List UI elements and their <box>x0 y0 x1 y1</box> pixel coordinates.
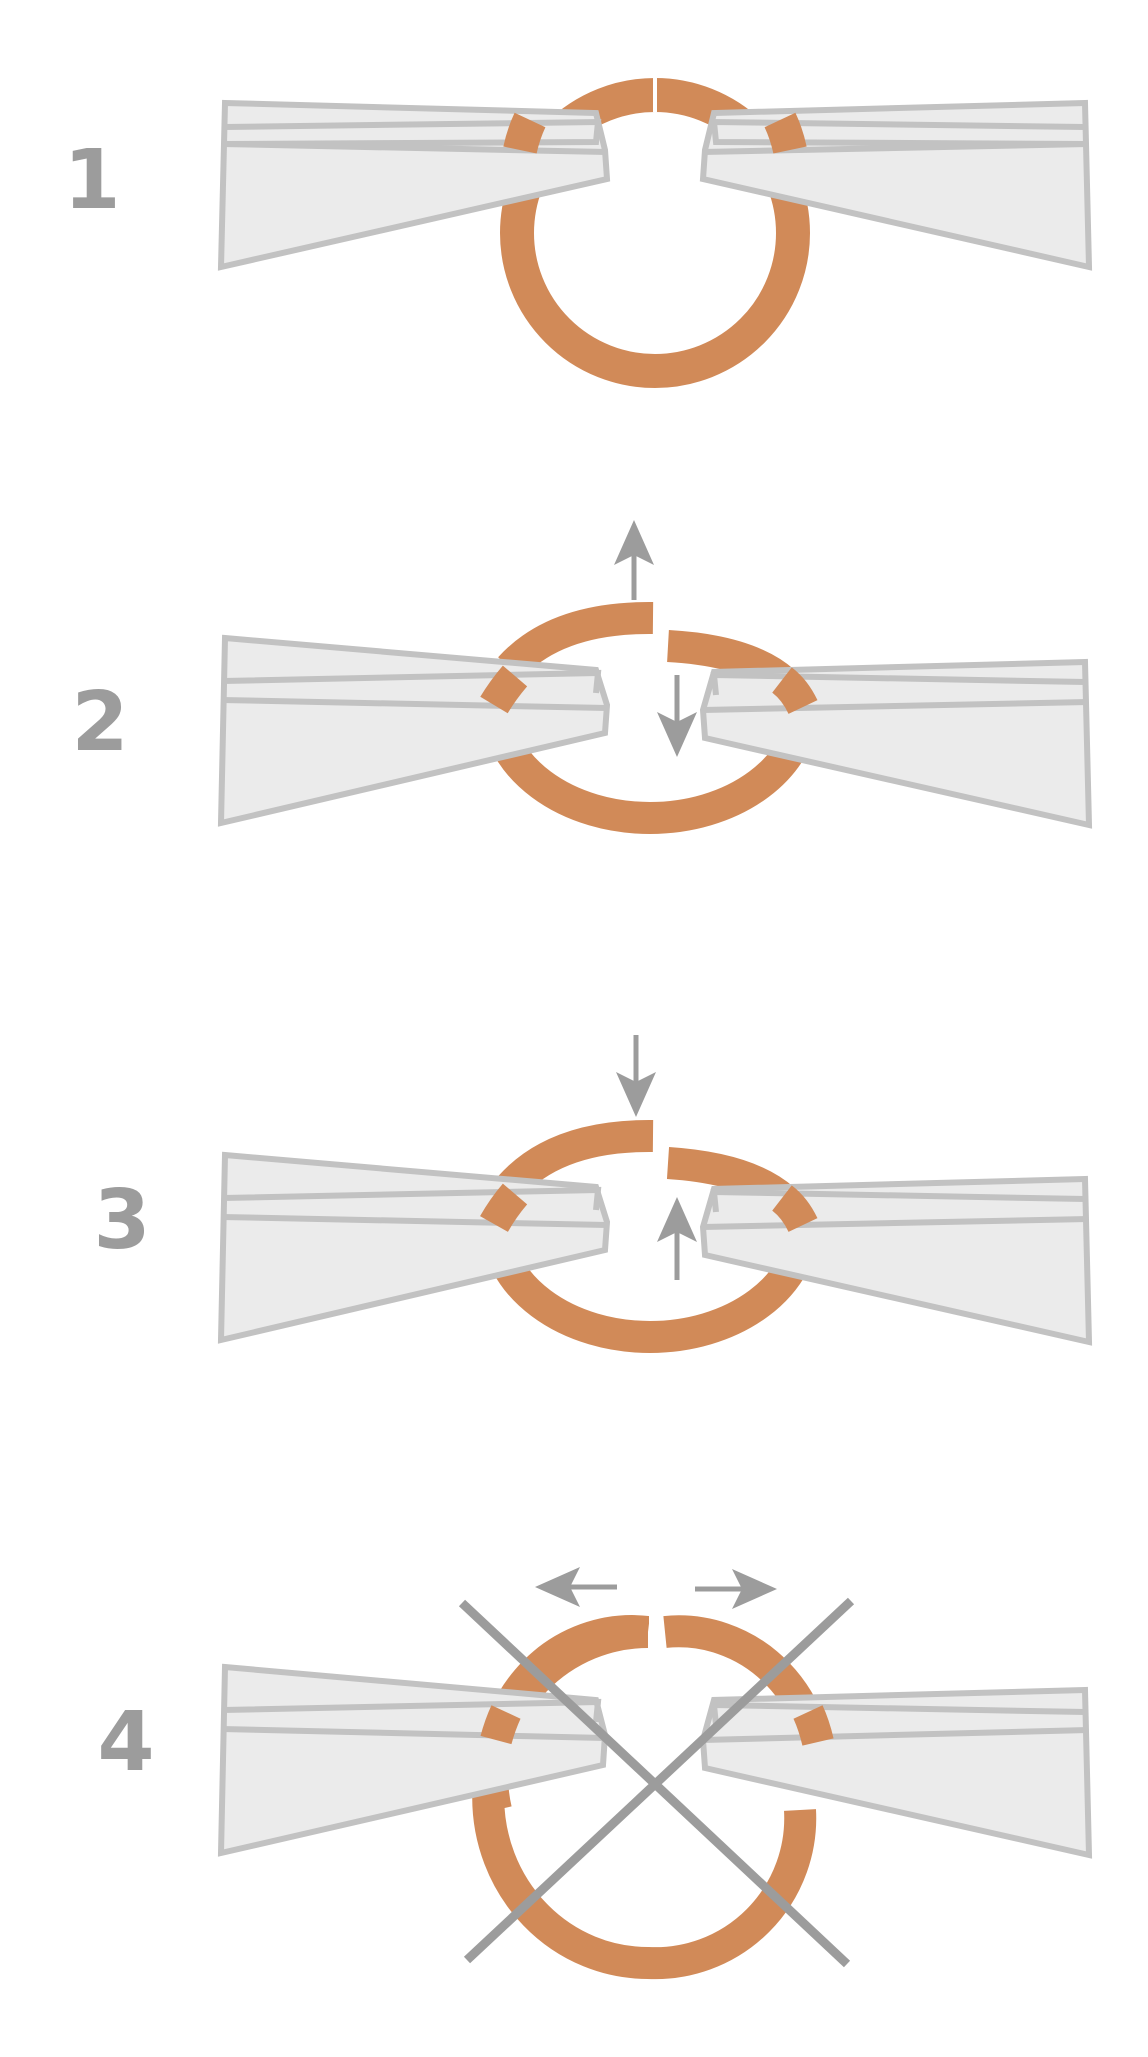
down-arrow <box>616 1035 656 1117</box>
step-1-number: 1 <box>63 133 120 228</box>
right-arrow <box>695 1569 777 1609</box>
step-4-number: 4 <box>97 1695 154 1790</box>
up-arrow <box>657 1197 697 1280</box>
step-2: 2 <box>71 520 1093 834</box>
right-pliers <box>699 99 1093 271</box>
cross-mark <box>458 1597 855 1968</box>
step-3-number: 3 <box>93 1173 150 1268</box>
right-pliers <box>699 1686 1093 1859</box>
left-pliers <box>217 99 611 271</box>
step-1: 1 <box>63 76 1093 388</box>
left-pliers <box>217 1663 609 1857</box>
jump-ring-closed <box>500 76 810 388</box>
up-arrow <box>614 520 654 600</box>
step-4: 4 <box>97 1567 1093 1980</box>
down-arrow <box>657 675 697 757</box>
step-3: 3 <box>93 1035 1093 1353</box>
step-2-number: 2 <box>71 675 128 770</box>
left-arrow <box>535 1567 617 1607</box>
